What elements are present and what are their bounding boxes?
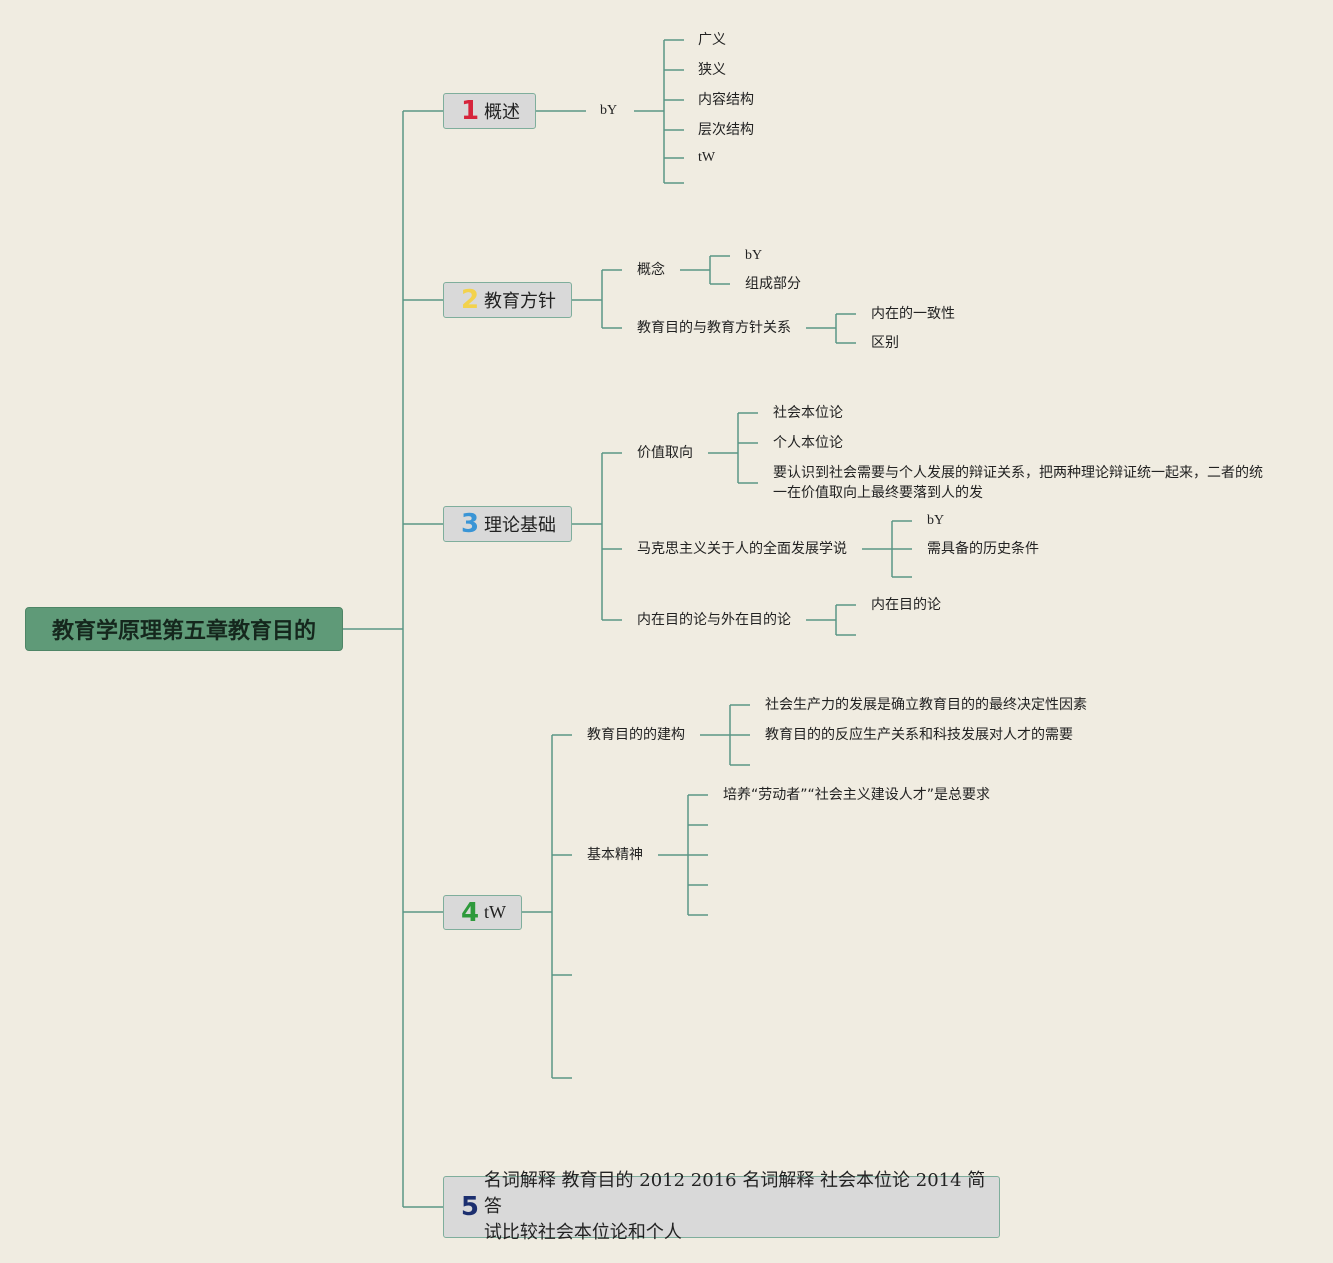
subtopic-by[interactable]: bY bbox=[600, 103, 618, 118]
topic-label: 概述 bbox=[484, 102, 520, 123]
leaf-item[interactable]: 狭义 bbox=[698, 62, 726, 78]
topic-node-3[interactable]: 3 理论基础 bbox=[443, 506, 572, 542]
subtopic-concept[interactable]: 概念 bbox=[637, 262, 665, 278]
leaf-item[interactable]: 广义 bbox=[698, 32, 726, 48]
leaf-item[interactable]: 内在目的论 bbox=[871, 597, 941, 613]
root-title: 教育学原理第五章教育目的 bbox=[51, 619, 316, 644]
number-5-icon: 5 bbox=[460, 1192, 479, 1222]
topic-node-2[interactable]: 2 教育方针 bbox=[443, 282, 572, 318]
topic-5-line2: 试比较社会本位论和个人 bbox=[483, 1222, 682, 1243]
leaf-item[interactable]: 内容结构 bbox=[698, 92, 754, 108]
root-node[interactable]: 教育学原理第五章教育目的 bbox=[25, 607, 343, 651]
number-1-icon: 1 bbox=[460, 96, 480, 126]
leaf-item[interactable]: tW bbox=[698, 150, 716, 165]
topic-node-5[interactable]: 5 名词解释 教育目的 2012 2016 名词解释 社会本位论 2014 简答… bbox=[443, 1170, 1000, 1243]
subtopic-spirit[interactable]: 基本精神 bbox=[587, 847, 643, 863]
number-3-icon: 3 bbox=[460, 509, 480, 539]
leaf-item[interactable]: 个人本位论 bbox=[773, 435, 843, 451]
topic-label: 教育方针 bbox=[484, 291, 556, 312]
subtopic-value[interactable]: 价值取向 bbox=[637, 445, 693, 461]
number-2-icon: 2 bbox=[460, 285, 480, 315]
leaf-item[interactable]: 需具备的历史条件 bbox=[927, 541, 1039, 557]
subtopic-inner[interactable]: 内在目的论与外在目的论 bbox=[637, 612, 791, 628]
leaf-note-line1[interactable]: 要认识到社会需要与个人发展的辩证关系，把两种理论辩证统一起来，二者的统 bbox=[773, 465, 1263, 481]
leaf-item[interactable]: 内在的一致性 bbox=[871, 306, 955, 322]
number-4-icon: 4 bbox=[460, 897, 480, 928]
leaf-item[interactable]: bY bbox=[927, 513, 945, 528]
leaf-note-line2[interactable]: 一在价值取向上最终要落到人的发 bbox=[773, 485, 983, 501]
subtopic-relation[interactable]: 教育目的与教育方针关系 bbox=[637, 320, 791, 336]
leaf-item[interactable]: 社会生产力的发展是确立教育目的的最终决定性因素 bbox=[765, 697, 1087, 713]
leaf-item[interactable]: 培养“劳动者”“社会主义建设人才”是总要求 bbox=[723, 787, 991, 803]
topic-node-4[interactable]: 4 tW bbox=[443, 895, 522, 930]
topic-label: tW bbox=[484, 902, 506, 922]
leaf-item[interactable]: 区别 bbox=[871, 335, 899, 351]
topic-node-1[interactable]: 1 概述 bbox=[443, 93, 536, 129]
leaf-item[interactable]: bY bbox=[745, 248, 763, 263]
subtopic-marx[interactable]: 马克思主义关于人的全面发展学说 bbox=[637, 541, 847, 557]
topic-label: 理论基础 bbox=[484, 515, 556, 536]
subtopic-build[interactable]: 教育目的的建构 bbox=[587, 727, 685, 743]
leaf-item[interactable]: 层次结构 bbox=[698, 122, 754, 138]
topic-5-text: 名词解释 教育目的 2012 2016 名词解释 社会本位论 2014 简答 试… bbox=[484, 1168, 999, 1246]
topic-5-line1: 名词解释 教育目的 2012 2016 名词解释 社会本位论 2014 简答 bbox=[483, 1170, 986, 1217]
leaf-item[interactable]: 组成部分 bbox=[745, 276, 801, 292]
leaf-item[interactable]: 社会本位论 bbox=[773, 405, 843, 421]
leaf-item[interactable]: 教育目的的反应生产关系和科技发展对人才的需要 bbox=[765, 727, 1073, 743]
